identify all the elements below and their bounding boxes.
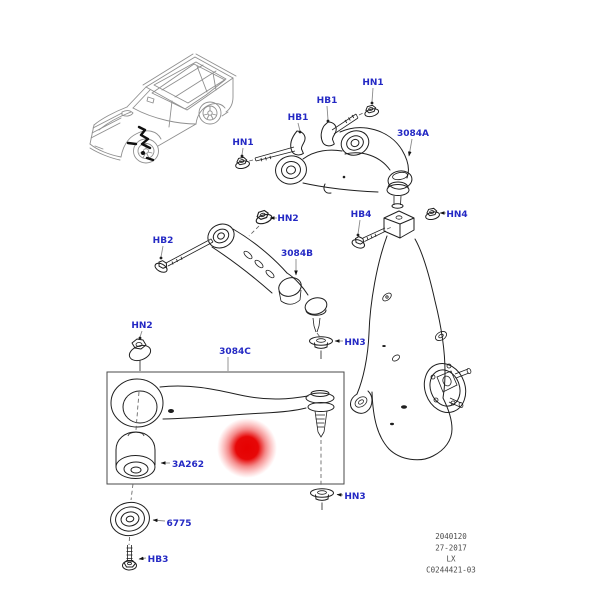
nut-hn2-rear-arm — [253, 208, 274, 227]
bolt-hb3 — [122, 545, 137, 571]
nut-hn3-front-arm — [310, 488, 334, 510]
red-highlight-marker — [217, 418, 277, 478]
upper-control-arm-3084a — [275, 127, 413, 194]
callout-hb1-front[interactable]: HB1 — [288, 113, 309, 123]
callout-3084a[interactable]: 3084A — [397, 129, 429, 139]
callout-hn3-rear[interactable]: HN3 — [344, 338, 365, 348]
callout-hn2-front[interactable]: HN2 — [131, 321, 152, 331]
callout-hn3-front[interactable]: HN3 — [344, 492, 365, 502]
vehicle-thumbnail — [89, 53, 237, 164]
bushing-3a262 — [115, 431, 156, 479]
drawing-info-block: 2040120 27-2017 LX C0244421-03 — [426, 532, 476, 575]
front-suspension-location-marker — [126, 125, 155, 162]
callout-hb4[interactable]: HB4 — [351, 210, 372, 220]
rear-wheel — [198, 101, 222, 125]
callout-hb1-upper[interactable]: HB1 — [317, 96, 338, 106]
rear-lower-control-arm-3084b — [207, 223, 328, 338]
callout-hb2[interactable]: HB2 — [153, 236, 174, 246]
wheel-hub — [423, 363, 472, 413]
nut-hn4 — [423, 206, 441, 222]
bolt-hb2 — [153, 236, 215, 275]
inset-box-3084c — [106, 371, 345, 485]
callout-hn4[interactable]: HN4 — [446, 210, 467, 220]
bolt-hb1-front — [248, 130, 306, 162]
washer-6775 — [110, 501, 150, 537]
nut-hn1-upper — [362, 103, 380, 119]
hn2-axis-line — [248, 225, 260, 237]
callout-hn1-front[interactable]: HN1 — [232, 138, 253, 148]
callout-3084b[interactable]: 3084B — [281, 249, 313, 259]
callout-3a262[interactable]: 3A262 — [172, 460, 204, 470]
nut-hn1-front — [233, 155, 251, 171]
callout-3084c[interactable]: 3084C — [219, 347, 251, 357]
illustration-ref: C0244421-03 — [426, 566, 476, 575]
nut-hn3-rear-arm — [309, 336, 333, 359]
drawing-number: 2040120 — [435, 532, 467, 541]
callout-hn2-rear[interactable]: HN2 — [277, 214, 298, 224]
model-code: LX — [446, 555, 456, 564]
callout-hb3[interactable]: HB3 — [148, 555, 169, 565]
front-lower-control-arm-3084c — [110, 378, 335, 438]
leader-lines — [138, 87, 446, 561]
bolt-hb4 — [350, 226, 393, 251]
callout-6775[interactable]: 6775 — [166, 519, 191, 529]
bushing-axis-line — [130, 483, 134, 501]
steering-knuckle — [350, 181, 472, 461]
nut-hn2-front-arm — [128, 338, 152, 371]
front-wheel — [133, 138, 159, 164]
drawing-date: 27-2017 — [435, 544, 467, 553]
callout-labels: HN1 HB1 HB1 HN1 3084A HN2 HB2 3084B HB4 … — [131, 78, 467, 565]
bolt-hb1-upper — [320, 111, 366, 147]
washer-axis-line — [128, 536, 130, 546]
callout-hn1-upper[interactable]: HN1 — [362, 78, 383, 88]
